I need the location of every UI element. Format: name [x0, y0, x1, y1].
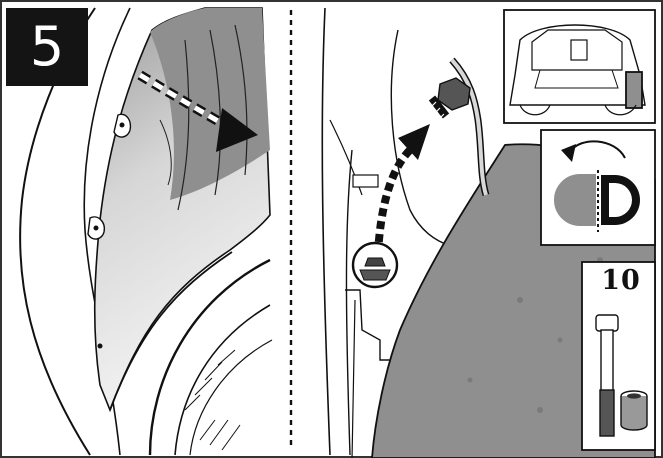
rotation-direction-inset	[540, 129, 656, 246]
liner-clip	[113, 113, 132, 138]
half-disc-black-inner	[609, 183, 632, 217]
liner-rib	[209, 29, 222, 196]
tailgate-opening	[531, 29, 623, 71]
liner-shadow	[150, 8, 270, 200]
panel-seam	[345, 149, 353, 456]
liner-rib	[234, 24, 248, 176]
release-arrow-head	[216, 108, 258, 152]
liner-rib	[177, 39, 190, 211]
tool-size-label: 10	[601, 265, 641, 296]
tool-inset	[581, 261, 656, 451]
body-edge	[321, 7, 331, 456]
vehicle-rear-outline	[509, 24, 646, 106]
wire-harness-inner	[450, 58, 488, 196]
cargo-detail	[570, 39, 588, 61]
body-tab	[352, 174, 379, 188]
step-number-badge: 5	[6, 8, 88, 86]
socket-wrench-icon	[595, 314, 619, 437]
body-line	[329, 119, 363, 196]
remove-arrow-path	[374, 147, 413, 256]
tire-tread	[189, 339, 273, 456]
left-panel-wheel-arch	[19, 7, 273, 456]
cargo-floor	[534, 69, 619, 89]
rear-wheels	[519, 104, 637, 116]
mount-bracket	[345, 289, 395, 361]
vehicle-locator-inset	[503, 9, 656, 124]
tire-tread-pattern	[184, 349, 241, 451]
liner-clip	[87, 216, 105, 240]
remove-arrow-head	[398, 124, 430, 160]
tire-outer	[148, 258, 271, 456]
socket-icon	[620, 390, 648, 431]
mount-bracket-edge	[351, 299, 356, 458]
locator-highlight	[625, 71, 643, 109]
release-arrow-path-inner	[138, 72, 227, 128]
liner-edge	[109, 251, 233, 411]
liner-rib	[159, 119, 172, 186]
tire-inner	[174, 304, 271, 456]
bolt-location-marker	[351, 241, 399, 289]
half-disc-gray	[554, 174, 596, 226]
liner-screw-hole	[97, 343, 103, 349]
bolt	[428, 77, 471, 121]
counterclockwise-arrow-head	[561, 144, 576, 162]
